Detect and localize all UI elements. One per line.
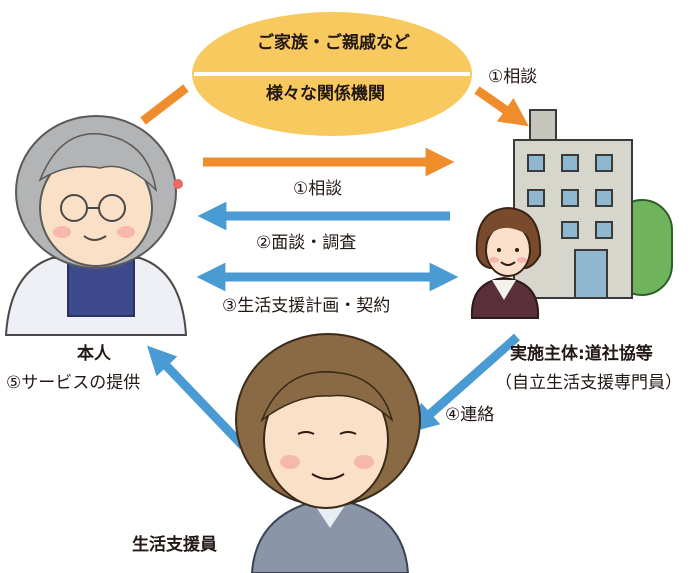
- interview-label: ②面談・調査: [256, 233, 357, 253]
- org-label: 実施主体:道社協等: [510, 344, 653, 364]
- org-sub-label: （自立生活支援専門員）: [495, 373, 682, 393]
- organizations-label: 様々な関係機関: [266, 84, 385, 104]
- orange-line-to-oval: [140, 84, 189, 125]
- contact-arrow: [409, 333, 520, 433]
- support-worker-illustration: [235, 333, 421, 573]
- principal-label: 本人: [77, 344, 111, 364]
- consult-arrow-top: [474, 86, 529, 127]
- elderly-person-illustration: [4, 115, 188, 336]
- supporter-label: 生活支援員: [132, 535, 217, 555]
- family-label: ご家族・ご親戚など: [257, 33, 410, 53]
- service-arrow: [147, 345, 247, 450]
- plan-label: ③生活支援計画・契約: [222, 296, 391, 316]
- contact-label: ④連絡: [445, 405, 495, 425]
- family-oval: [192, 12, 472, 136]
- service-label: ⑤サービスの提供: [6, 373, 141, 393]
- staff-woman-illustration: [470, 206, 542, 319]
- consult-top-label: ①相談: [488, 67, 538, 87]
- office-building-illustration: [513, 109, 673, 299]
- consult-label: ①相談: [293, 179, 343, 199]
